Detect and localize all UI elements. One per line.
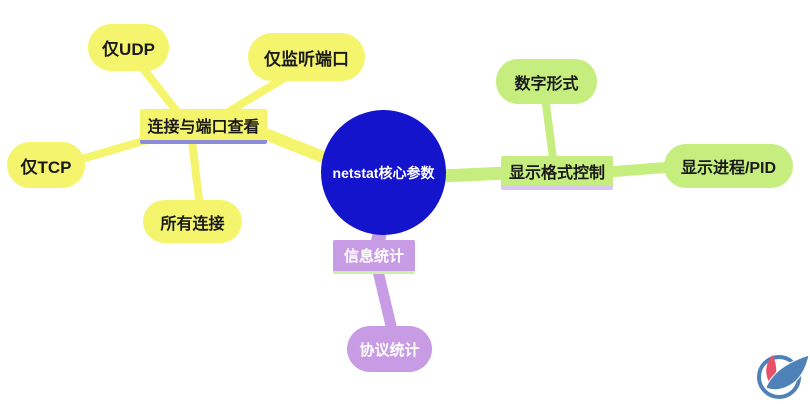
branch-node-connection-port-view[interactable]: 连接与端口查看: [140, 109, 267, 144]
branch-node-display-format-control[interactable]: 显示格式控制: [501, 156, 613, 190]
edge-disp-format-to-num-format: [541, 93, 557, 162]
edge-center-to-disp-format: [433, 166, 517, 183]
leaf-node-numeric-format[interactable]: 数字形式: [496, 59, 597, 104]
edge-disp-format-to-show-pid: [602, 161, 678, 178]
edge-info-stat-to-proto-stat: [372, 265, 398, 336]
leaf-node-only-tcp[interactable]: 仅TCP: [7, 142, 85, 188]
watermark-logo-icon: [757, 354, 810, 399]
central-topic-node[interactable]: netstat核心参数: [321, 110, 446, 235]
leaf-node-all-connections[interactable]: 所有连接: [143, 200, 242, 243]
branch-node-info-statistics[interactable]: 信息统计: [333, 240, 415, 274]
leaf-node-protocol-statistics[interactable]: 协议统计: [347, 326, 432, 372]
edge-conn-port-to-all-conn: [188, 137, 204, 212]
leaf-node-only-udp[interactable]: 仅UDP: [88, 24, 169, 71]
logo-leaf: [765, 354, 810, 391]
leaf-node-show-process-pid[interactable]: 显示进程/PID: [664, 144, 793, 188]
leaf-node-only-listening-ports[interactable]: 仅监听端口: [248, 33, 365, 81]
